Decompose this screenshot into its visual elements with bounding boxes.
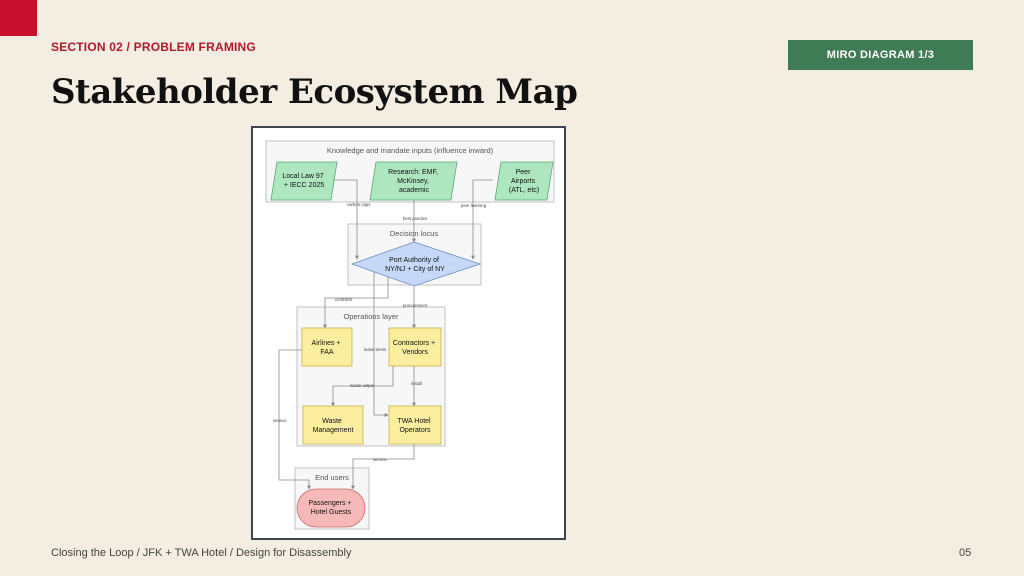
- page-title: Stakeholder Ecosystem Map: [51, 72, 578, 112]
- edge-label-lease-terms: lease terms: [364, 347, 386, 352]
- edge-waste-output: [331, 348, 394, 407]
- edge-label-best-practice: best practice: [403, 216, 428, 221]
- edge-label-install: install: [411, 381, 422, 386]
- edge-service-airlines: [278, 349, 311, 490]
- group-operations-label: Operations layer: [343, 312, 399, 321]
- node-waste[interactable]: [302, 405, 364, 445]
- node-waste-label: Waste Management: [313, 418, 354, 434]
- edge-label-waste-output: waste output: [350, 383, 375, 388]
- node-contractors-label: Contractors + Vendors: [393, 340, 437, 356]
- edge-service-twa: [351, 444, 415, 490]
- corner-accent-block: [0, 0, 37, 36]
- edge-peer-learning: [471, 179, 493, 260]
- edge-label-contracts: contracts: [335, 297, 352, 302]
- edge-label-carbon-caps: carbon caps: [347, 202, 370, 207]
- node-research[interactable]: [369, 161, 458, 201]
- node-port-authority-label: Port Authority of NY/NJ + City of NY: [385, 257, 445, 273]
- edge-lease-terms: [373, 268, 389, 417]
- page-number: 05: [959, 547, 972, 559]
- node-local-law[interactable]: [270, 161, 338, 201]
- edge-label-procurement: procurement: [403, 303, 428, 308]
- node-contractors[interactable]: [388, 327, 442, 367]
- edge-label-service-airlines: service: [273, 418, 287, 423]
- edge-label-service-twa: service: [373, 457, 387, 462]
- node-passengers-label: Passengers + Hotel Guests: [309, 500, 354, 516]
- node-local-law-label: Local Law 97 + IECC 2025: [282, 173, 325, 189]
- node-passengers[interactable]: [296, 488, 366, 528]
- node-research-label: Research: EMF, McKinsey, academic: [388, 169, 440, 194]
- group-end-users-label: End users: [315, 473, 349, 482]
- footer-breadcrumb: Closing the Loop / JFK + TWA Hotel / Des…: [51, 547, 352, 559]
- stakeholder-diagram: Knowledge and mandate inputs (influence …: [265, 140, 555, 530]
- node-peer-airports[interactable]: [494, 161, 554, 201]
- group-inputs-label: Knowledge and mandate inputs (influence …: [327, 146, 494, 155]
- edge-label-peer-learning: peer learning: [461, 203, 487, 208]
- edge-contracts: [323, 272, 389, 329]
- diagram-frame[interactable]: Knowledge and mandate inputs (influence …: [251, 126, 566, 540]
- node-airlines-label: Airlines + FAA: [312, 340, 343, 356]
- node-port-authority[interactable]: [350, 241, 482, 287]
- node-peer-airports-label: Peer Airports (ATL, etc): [509, 169, 539, 194]
- diagram-badge: MIRO DIAGRAM 1/3: [788, 40, 973, 70]
- section-label: SECTION 02 / PROBLEM FRAMING: [51, 40, 256, 54]
- node-twa-hotel[interactable]: [388, 405, 442, 445]
- edge-carbon-caps: [331, 179, 359, 260]
- node-airlines[interactable]: [301, 327, 353, 367]
- node-twa-hotel-label: TWA Hotel Operators: [397, 418, 432, 434]
